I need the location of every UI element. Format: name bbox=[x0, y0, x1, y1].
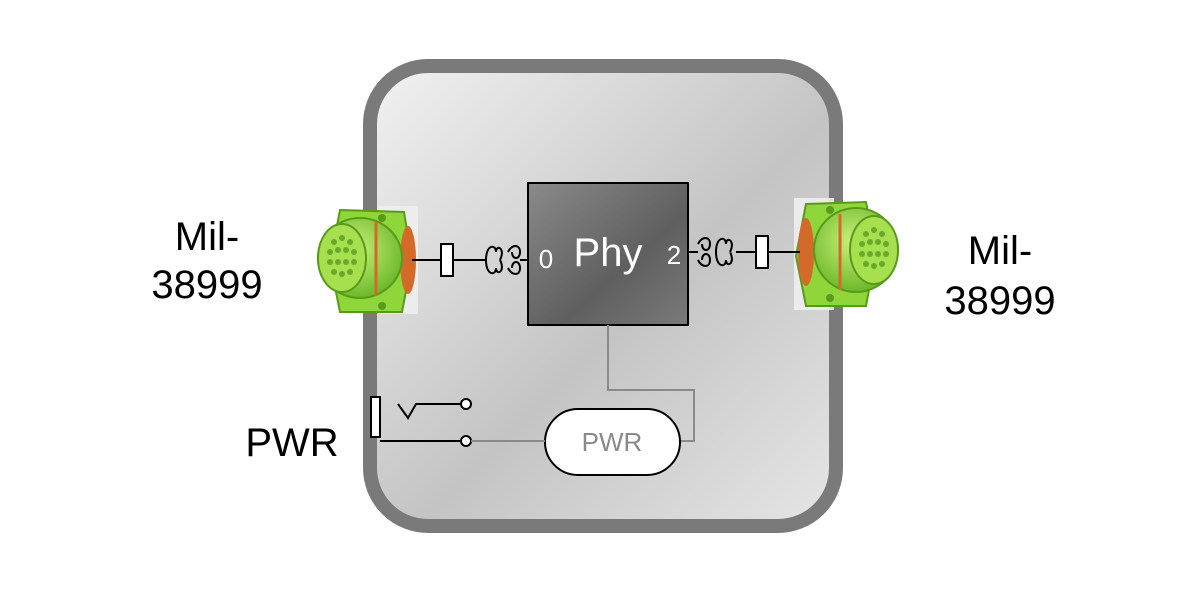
pwr-internal-label: PWR bbox=[582, 427, 643, 457]
phy-block bbox=[527, 182, 689, 326]
right-mil38999-connector-icon bbox=[794, 200, 899, 307]
phy-port-right-label: 2 bbox=[667, 240, 681, 270]
right-transformer-icon bbox=[697, 237, 712, 267]
phy-label: Phy bbox=[574, 231, 643, 275]
pwr-switch-icon bbox=[370, 396, 472, 447]
left-mil38999-connector-icon bbox=[317, 208, 416, 313]
phy-port-left-label: 0 bbox=[539, 244, 553, 274]
left-transformer-icon bbox=[485, 245, 503, 275]
phy-to-pwr-wire bbox=[607, 325, 695, 442]
left-connector-label-line2: 38999 bbox=[151, 263, 262, 307]
right-connector-label-line2: 38999 bbox=[944, 279, 1055, 323]
left-signal-path bbox=[412, 243, 528, 277]
right-connector-label-line1: Mil- bbox=[968, 229, 1032, 273]
left-connector-label-line1: Mil- bbox=[175, 215, 239, 259]
right-signal-path bbox=[688, 235, 800, 269]
pwr-external-label: PWR bbox=[245, 421, 338, 465]
